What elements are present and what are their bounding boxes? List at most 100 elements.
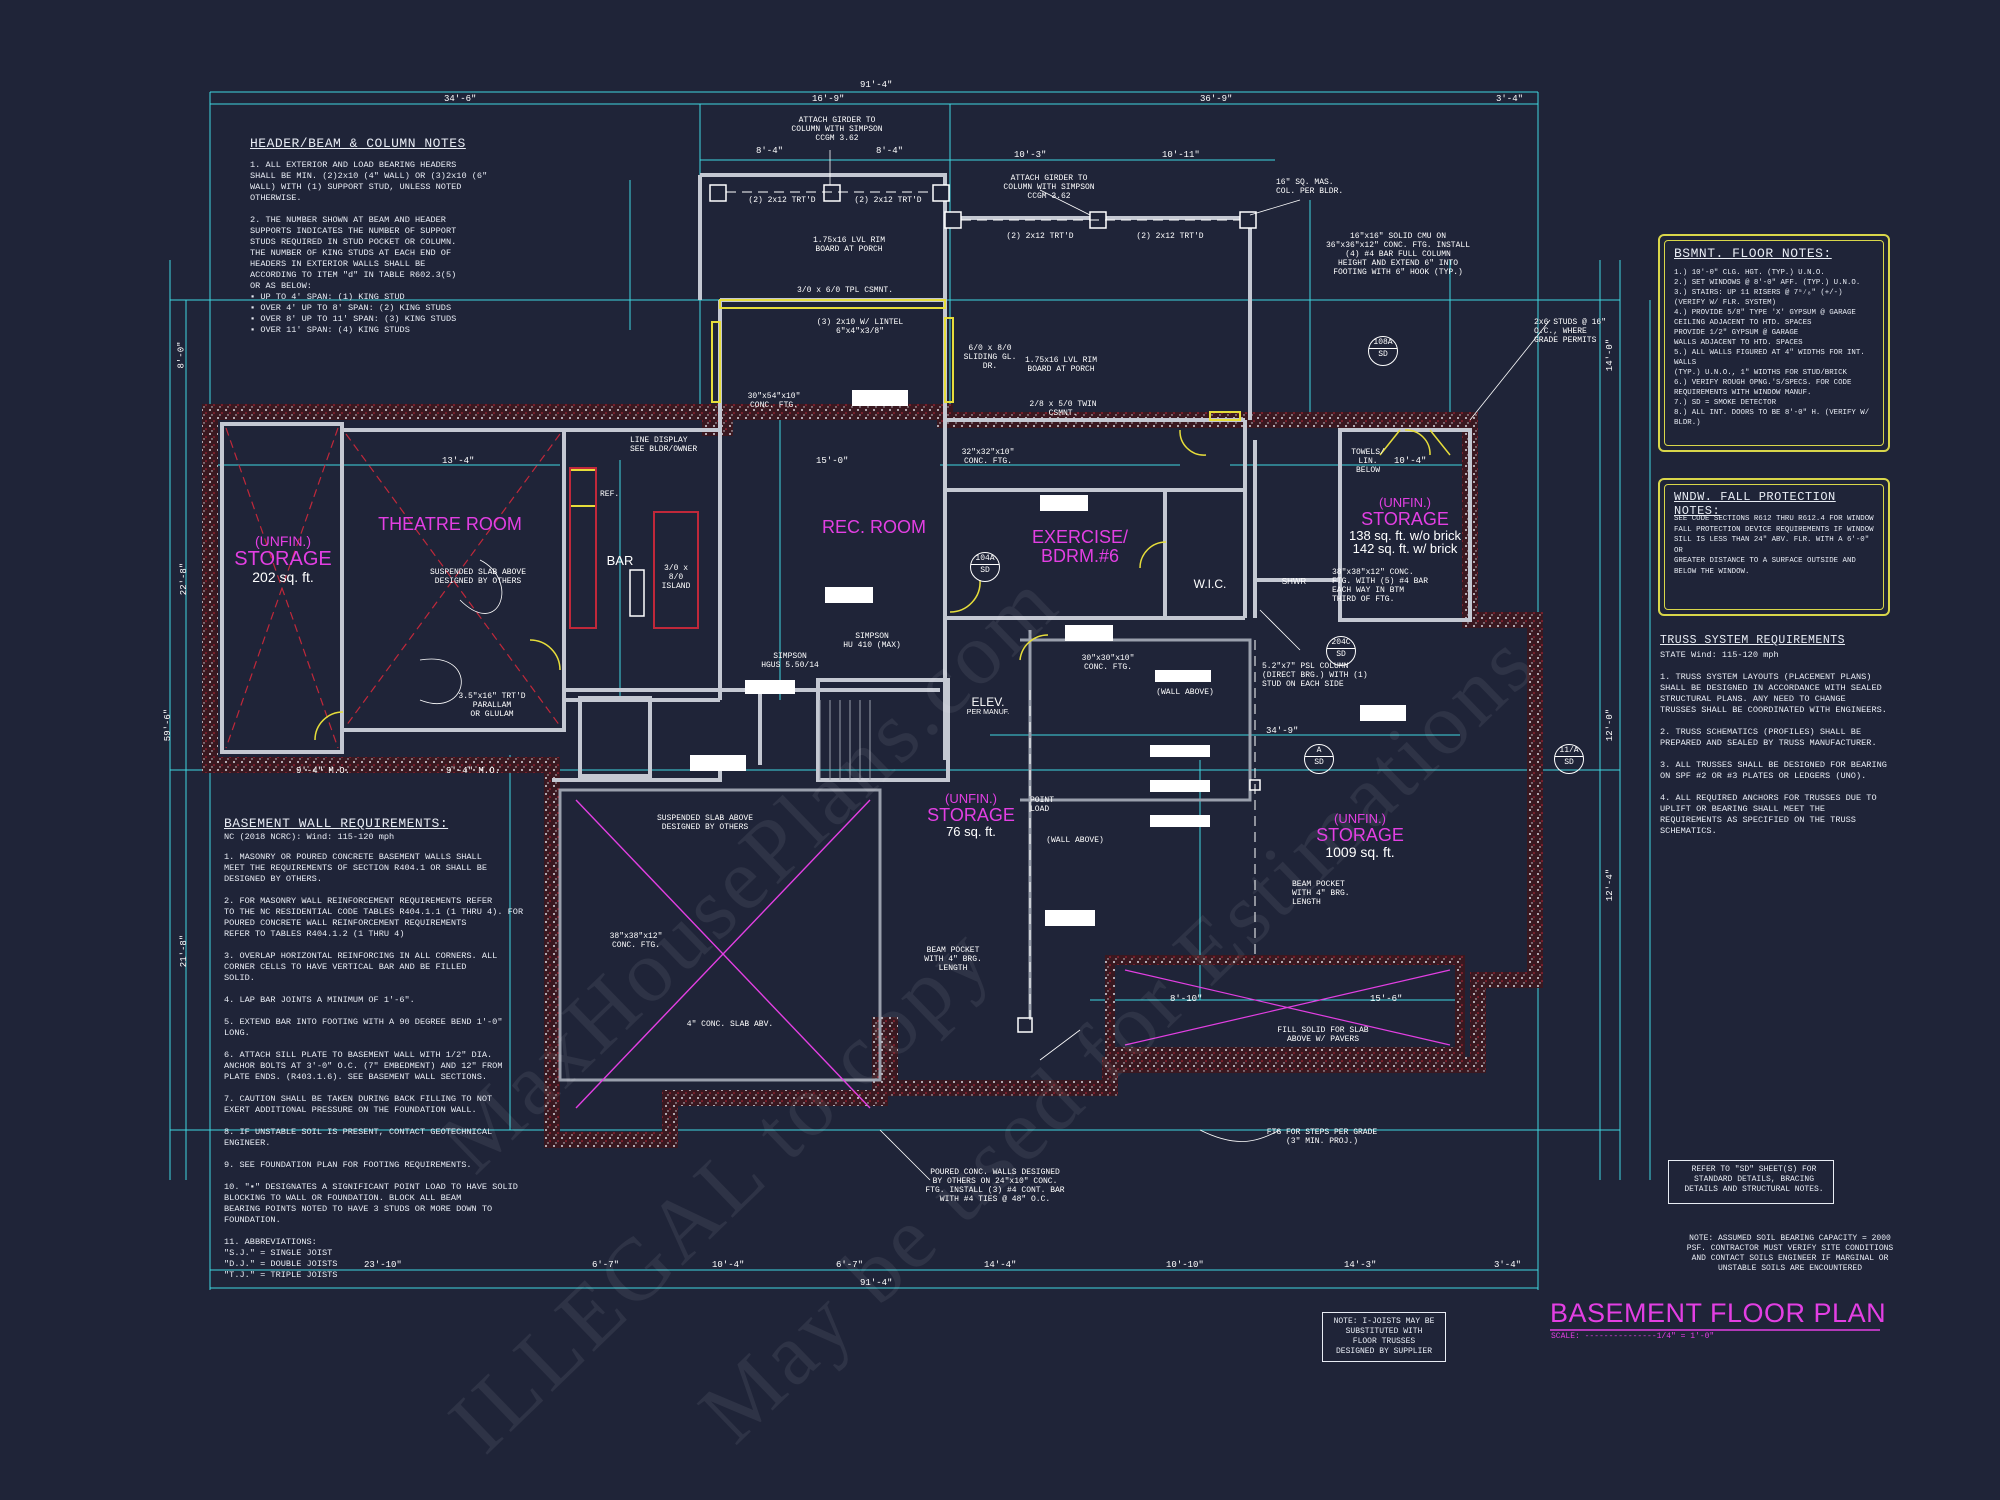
dim-top-7: 10'-3" [1014,150,1047,160]
lvl-callout: 3.5"x16" TRT'D PARALLAM OR GLULAM [458,692,526,719]
dimension-lines [169,91,1651,1290]
dim-bottom-7: 14'-3" [1344,1260,1377,1270]
dim-bottom-4: 6'-7" [836,1260,864,1270]
rec-room-label: REC. ROOM [821,517,926,537]
bsmnt-floor-notes-inner-border [1664,240,1884,446]
dim-mid-5: 15'-6" [1370,994,1403,1004]
storage-right-label: (UNFIN.) STORAGE 138 sq. ft. w/o brick 1… [1340,496,1470,556]
columns [709,184,1261,1033]
dim-top-3: 36'-9" [1200,94,1233,104]
storage-mid-name: STORAGE [927,804,1015,825]
point-load-callout: POINT LOAD [1030,796,1055,814]
simpson-hgus-callout: SIMPSON HGUS 5.50/14 [761,652,819,670]
storage-mid-unfin: (UNFIN.) [945,791,997,806]
dim-left-3: 21'-8" [179,934,190,968]
dim-top-4: 3'-4" [1496,94,1524,104]
leader-lines [419,150,1551,1181]
dim-left-2: 22'-8" [179,562,190,596]
steps-callout: FTG FOR STEPS PER GRADE (3" MIN. PROJ.) [1266,1128,1378,1146]
beam-lines [726,191,1256,1020]
storage-left-name: STORAGE [234,547,332,570]
theatre-room-label: THEATRE ROOM [378,514,522,534]
ftg-30x54-label: 30"x54"x10" CONC. FTG. [747,392,801,410]
rim-board-callout-1: 1.75x16 LVL RIM BOARD AT PORCH [812,236,885,254]
bsmnt-floor-notes-box: BSMNT. FLOOR NOTES: 1.) 10'-0" CLG. HGT.… [1658,234,1890,452]
suspended-slab-callout-2: SUSPENDED SLAB ABOVE DESIGNED BY OTHERS [656,814,753,832]
bdrm6-name: BDRM.#6 [1040,545,1120,566]
dim-left-total: 59'-6" [163,708,174,742]
tag-108a-top: 108A [1369,337,1397,349]
soil-note: NOTE: ASSUMED SOIL BEARING CAPACITY = 20… [1686,1234,1894,1273]
slab-above-marks [225,427,1451,1109]
dim-top-1: 34'-6" [444,94,477,104]
tag-11a-top: 11/A [1555,745,1583,757]
dim-top-6: 8'-4" [876,146,904,156]
storage-big-area: 1009 sq. ft. [1325,843,1395,860]
storage-mid-area: 76 sq. ft. [946,823,996,839]
masonry-column-callout: 16" SQ. MAS. COL. PER BLDR. [1276,178,1344,196]
tag-a-bottom: SD [1314,758,1324,767]
storage-big-unfin: (UNFIN.) [1334,811,1386,826]
tag-a-top: A [1305,745,1333,757]
storage-left-unfin: (UNFIN.) [255,533,311,549]
line-display-callout: LINE DISPLAY SEE BLDR/OWNER [630,436,698,454]
bsmnt-floor-notes-body: 1.) 10'-0" CLG. HGT. (TYP.) U.N.O. 2.) S… [1674,269,1870,427]
header-label-1: (2) 2x12 TRT'D [748,196,816,205]
window-fall-notes-title: WNDW. FALL PROTECTION NOTES: [1674,490,1836,518]
dim-right-1: 14'-0" [1605,338,1616,372]
truss-title: TRUSS SYSTEM REQUIREMENTS [1660,634,1846,647]
header-label-3: (2) 2x12 TRT'D [1006,232,1074,241]
girder-callout-1: ATTACH GIRDER TO COLUMN WITH SIMPSON CCG… [791,116,883,143]
dim-mid-2: 15'-0" [816,456,849,466]
storage-mid-label: (UNFIN.) STORAGE 76 sq. ft. [916,792,1026,838]
dim-mid-7: 9'-4" M.O. [296,766,351,776]
tag-108a-bottom: SD [1378,350,1388,359]
dim-top-total: 91'-4" [860,80,893,90]
tag-104a-bottom: SD [980,566,990,575]
stairs [819,700,871,780]
bar-fixtures [569,467,699,629]
bar-label: BAR [606,553,634,568]
window-fall-notes-body: SEE CODE SECTIONS R612 THRU R612.4 FOR W… [1674,515,1874,576]
basement-wall-subtitle: NC (2018 NCRC): Wind: 115-120 mph [224,832,395,842]
dim-mid-6: 8'-10" [1170,994,1203,1004]
foundation-walls [202,404,1543,1148]
dim-mid-8: 9'-4" M.O. [446,766,501,776]
twin-csmnt-label: 2/8 x 5/0 TWIN CSMNT. [1029,400,1097,418]
dim-bottom-6: 10'-10" [1166,1260,1204,1270]
beam-pocket-callout-1: BEAM POCKET WITH 4" BRG. LENGTH [924,946,982,973]
ftg-38-callout: 38"x38"x12" CONC. FTG. WITH (5) #4 BAR E… [1332,568,1429,604]
exercise-label: EXERCISE/ BDRM.#6 [1022,528,1138,566]
csmnt-label: 3/0 x 6/0 TPL CSMNT. [796,286,893,295]
storage-left-label: (UNFIN.) STORAGE 202 sq. ft. [228,534,338,584]
window-fall-notes-box: WNDW. FALL PROTECTION NOTES: SEE CODE SE… [1658,478,1890,616]
refer-sd-note: REFER TO "SD" SHEET(S) FOR STANDARD DETA… [1668,1160,1834,1204]
dim-bottom-3: 10'-4" [712,1260,745,1270]
header-label-2: (2) 2x12 TRT'D [854,196,922,205]
tag-204c-bottom: SD [1336,650,1346,659]
tag-11a-bottom: SD [1564,758,1574,767]
storage-left-area: 202 sq. ft. [252,568,314,585]
dim-top-5: 8'-4" [756,146,784,156]
basement-wall-title: BASEMENT WALL REQUIREMENTS: [224,816,449,831]
tag-204c-top: 204C [1327,637,1355,649]
island-label: 3/0 x 8/0 ISLAND [661,564,691,591]
dim-top-8: 10'-11" [1162,150,1200,160]
header-label-4: (2) 2x12 TRT'D [1136,232,1204,241]
suspended-slab-callout-1: SUSPENDED SLAB ABOVE DESIGNED BY OTHERS [429,568,526,586]
rim-board-callout-2: 1.75x16 LVL RIM BOARD AT PORCH [1024,356,1097,374]
slab-4-callout: 4" CONC. SLAB ABV. [686,1020,774,1029]
elev-sub: PER MANUF. [966,708,1010,716]
dim-mid-1: 13'-4" [442,456,475,466]
storage-right-area-2: 142 sq. ft. w/ brick [1352,541,1458,557]
girder-callout-2: ATTACH GIRDER TO COLUMN WITH SIMPSON CCG… [1003,174,1095,201]
studs-callout: 2x6 STUDS @ 16" O.C., WHERE GRADE PERMIT… [1534,318,1607,345]
ftg-30-label: 30"x30"x10" CONC. FTG. [1081,654,1135,672]
exercise-name: EXERCISE/ [1031,527,1129,547]
dim-right-2: 12'-0" [1605,708,1616,742]
ijoist-note: NOTE: I-JOISTS MAY BE SUBSTITUTED WITH F… [1322,1312,1446,1362]
